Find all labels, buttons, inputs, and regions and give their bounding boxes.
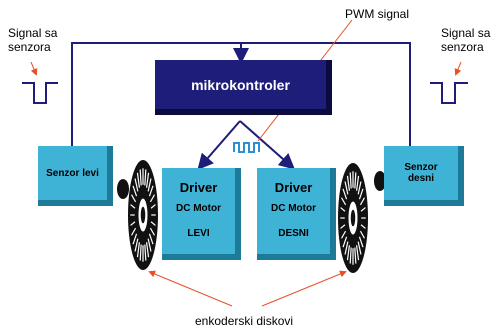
right-driver-sub: DC Motor (271, 203, 316, 214)
left-driver-block: Driver DC Motor LEVI (162, 168, 241, 260)
right-sensor-wire (241, 42, 411, 146)
encoder-slot (132, 185, 138, 197)
encoder-slot (360, 207, 366, 212)
encoder-slot (358, 188, 364, 200)
right-sensor-block: Senzor desni (384, 146, 464, 206)
encoder-slot (136, 172, 141, 188)
mcu-to-driver-left (197, 120, 241, 171)
encoder-slot (342, 236, 348, 248)
encoder-slot (144, 169, 147, 186)
encoder-slot (150, 221, 156, 226)
microcontroller-label: mikrokontroler (191, 76, 290, 93)
encoder-slot (130, 194, 137, 203)
right-encoder-disc (338, 163, 368, 273)
left-encoder-disc (128, 160, 158, 270)
left-sensor-wire (71, 42, 249, 146)
encoder-slot (358, 236, 364, 248)
encoder-arrow-right (261, 270, 347, 307)
encoder-slot (357, 241, 362, 255)
signal-label-left-line2: senzora (8, 40, 51, 54)
right-signal-arrow (454, 61, 462, 76)
encoder-slot (130, 221, 136, 226)
signal-label-left: Signal sa senzora (8, 26, 57, 54)
signal-label-right-line2: senzora (441, 40, 484, 54)
encoder-slot (357, 181, 362, 195)
mcu-to-driver-right (239, 120, 295, 170)
left-driver-sub: DC Motor (176, 203, 221, 214)
encoder-slot (147, 238, 152, 252)
encoder-slot (136, 242, 141, 258)
encoder-slot (139, 169, 142, 186)
encoder-slot (144, 244, 147, 261)
encoders-label: enkoderski diskovi (195, 314, 294, 328)
pwm-waveform (233, 142, 260, 153)
encoder-axle (140, 206, 146, 224)
right-signal-pulse (430, 82, 468, 104)
encoder-slot (147, 178, 152, 192)
pwm-label: PWM signal (345, 7, 410, 21)
encoder-slot (148, 233, 154, 245)
encoder-slot (340, 230, 347, 239)
encoder-slot (145, 242, 150, 258)
encoder-slot (354, 172, 357, 189)
left-signal-arrow (30, 61, 38, 76)
right-driver-title: Driver (274, 180, 313, 195)
encoder-slot (132, 233, 138, 245)
encoder-slot (346, 175, 351, 191)
encoder-slot (360, 224, 366, 229)
encoder-slot (139, 244, 142, 261)
left-signal-pulse (22, 82, 58, 104)
encoder-slot (148, 185, 154, 197)
encoder-slot (342, 188, 348, 200)
right-driver-block: Driver DC Motor DESNI (257, 168, 336, 260)
left-motor-shaft (117, 179, 129, 199)
encoder-slot (354, 247, 357, 264)
encoder-slot (344, 241, 349, 255)
encoder-slot (355, 245, 360, 261)
encoder-slot (349, 247, 352, 264)
encoder-slot (340, 197, 347, 206)
encoder-slot (344, 181, 349, 195)
encoder-slot (150, 204, 156, 209)
right-driver-side: DESNI (278, 228, 309, 239)
encoder-slot (359, 197, 366, 206)
encoder-slot (340, 207, 346, 212)
right-sensor-label-line1: Senzor (404, 162, 438, 173)
encoder-slot (149, 227, 156, 236)
encoder-slot (346, 245, 351, 261)
encoder-slot (340, 224, 346, 229)
encoder-slot (130, 204, 136, 209)
encoder-slot (355, 175, 360, 191)
right-sensor-label-line2: desni (407, 173, 435, 184)
right-motor-shaft (374, 171, 386, 191)
encoder-slot (149, 194, 156, 203)
encoder-arrow-left (148, 270, 233, 307)
encoder-axle (350, 209, 356, 227)
encoder-slot (349, 172, 352, 189)
encoder-slot (134, 178, 139, 192)
signal-label-right-line1: Signal sa (441, 26, 491, 40)
signal-label-right: Signal sa senzora (441, 26, 490, 54)
encoder-slot (134, 238, 139, 252)
microcontroller-block: mikrokontroler (155, 60, 332, 115)
encoder-slot (359, 230, 366, 239)
encoder-slot (145, 172, 150, 188)
signal-label-left-line1: Signal sa (8, 26, 58, 40)
left-sensor-label: Senzor levi (46, 167, 99, 179)
left-driver-title: Driver (179, 180, 218, 195)
left-sensor-block: Senzor levi (38, 146, 113, 206)
left-driver-side: LEVI (187, 228, 210, 239)
encoder-slot (130, 227, 137, 236)
